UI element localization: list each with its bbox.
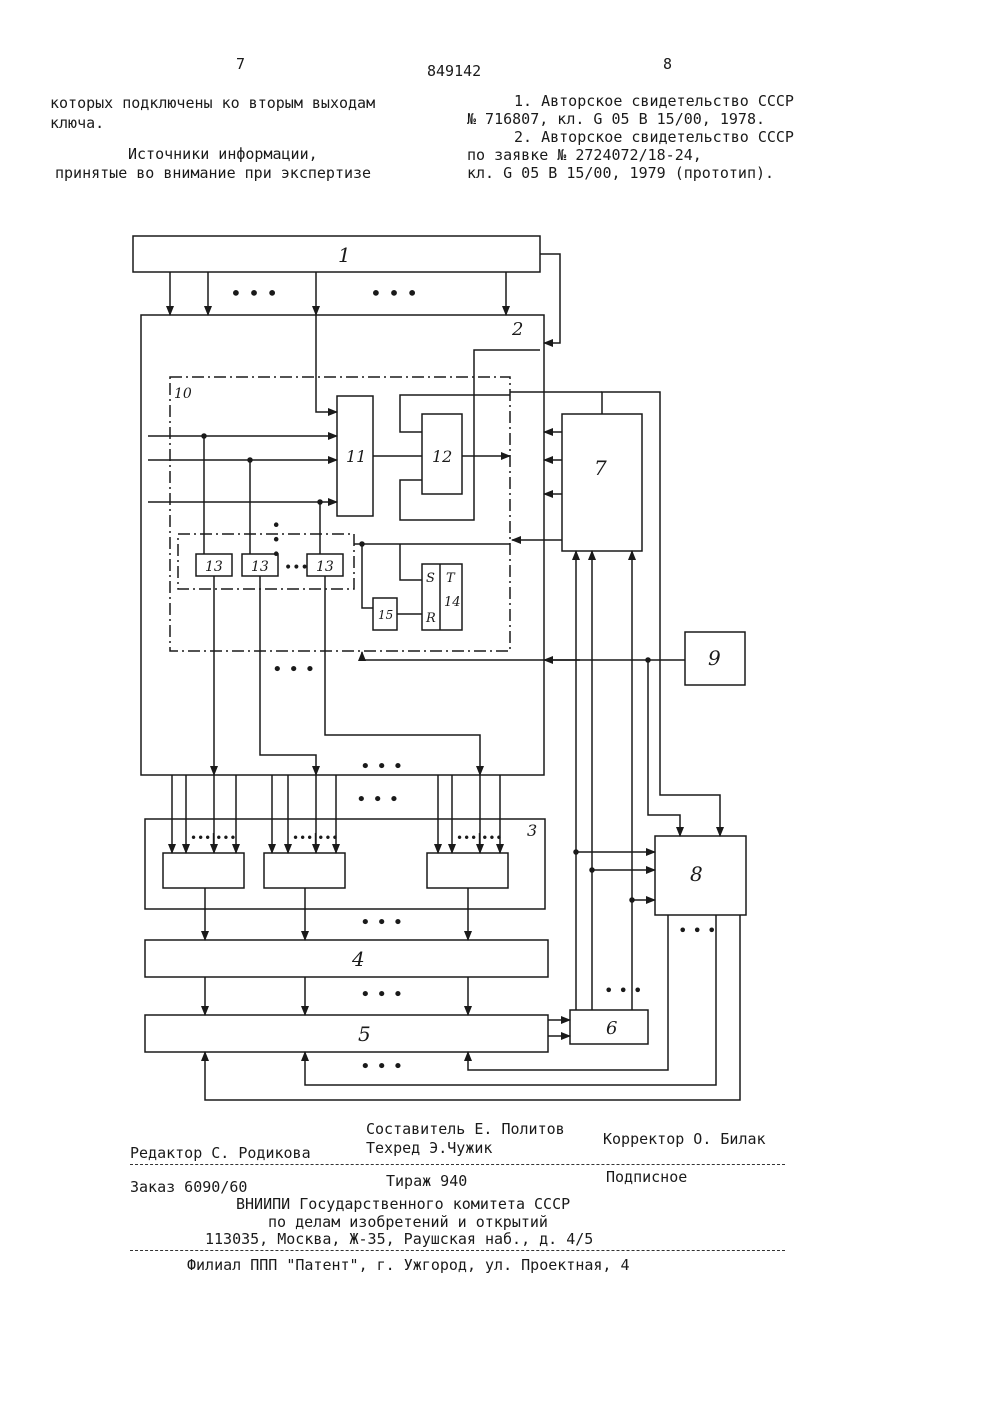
label-2: 2 [511, 319, 523, 340]
label-6: 6 [606, 1018, 617, 1039]
svg-text:• • •: • • • [230, 281, 278, 305]
svg-text:• • •: • • • [360, 1056, 403, 1077]
label-11: 11 [346, 447, 366, 466]
label-14: 14 [444, 595, 461, 610]
block-2 [141, 315, 544, 775]
label-13-c: 13 [316, 559, 334, 575]
svg-text:•••: ••• [284, 560, 309, 576]
trigger-t-label: T [446, 571, 456, 586]
label-10: 10 [174, 386, 192, 402]
footer-order: Заказ 6090/60 [130, 1178, 247, 1196]
svg-text:• • •: • • • [360, 984, 403, 1005]
footer-subscription: Подписное [606, 1168, 687, 1186]
svg-text:• • •: • • • [360, 912, 403, 933]
footer-divider-bottom [130, 1250, 785, 1251]
svg-text:• • •: • • • [370, 281, 418, 305]
block-4 [145, 940, 548, 977]
label-7: 7 [594, 456, 607, 480]
svg-text:• • •: • • • [604, 981, 642, 1000]
label-13-a: 13 [205, 559, 223, 575]
svg-text:•••|•••: •••|••• [456, 831, 503, 845]
label-8: 8 [690, 862, 703, 886]
svg-text:•••|•••: •••|••• [190, 831, 237, 845]
footer-branch: Филиал ППП "Патент", г. Ужгород, ул. Про… [187, 1256, 630, 1274]
label-15: 15 [378, 608, 393, 622]
svg-text:• • •: • • • [272, 659, 315, 680]
footer-divider-top [130, 1164, 785, 1165]
trigger-r-label: R [425, 611, 436, 626]
footer-circulation: Тираж 940 [386, 1172, 467, 1190]
footer-org-line3: 113035, Москва, Ж-35, Раушская наб., д. … [205, 1230, 593, 1248]
trigger-s-label: S [426, 571, 435, 586]
footer-org-line2: по делам изобретений и открытий [268, 1213, 548, 1231]
label-4: 4 [351, 947, 365, 971]
label-5: 5 [358, 1022, 371, 1046]
label-3: 3 [527, 821, 537, 840]
footer-corrector: Корректор О. Билак [603, 1130, 766, 1148]
block-5 [145, 1015, 548, 1052]
footer-editor: Редактор С. Родикова [130, 1144, 311, 1162]
svg-text:• • •: • • • [360, 756, 403, 777]
svg-text:•••|•••: •••|••• [292, 831, 339, 845]
svg-text:• • •: • • • [266, 520, 285, 558]
block-1 [133, 236, 540, 272]
label-1: 1 [338, 243, 351, 267]
block-7 [562, 414, 642, 551]
footer-compiler: Составитель Е. Политов [366, 1120, 565, 1138]
svg-text:• • •: • • • [678, 921, 716, 940]
footer-org-line1: ВНИИПИ Государственного комитета СССР [236, 1195, 570, 1213]
svg-text:• • •: • • • [356, 789, 399, 810]
label-12: 12 [432, 447, 452, 466]
label-9: 9 [708, 646, 721, 670]
footer-techred: Техред Э.Чужик [366, 1139, 492, 1157]
label-13-b: 13 [251, 559, 269, 575]
